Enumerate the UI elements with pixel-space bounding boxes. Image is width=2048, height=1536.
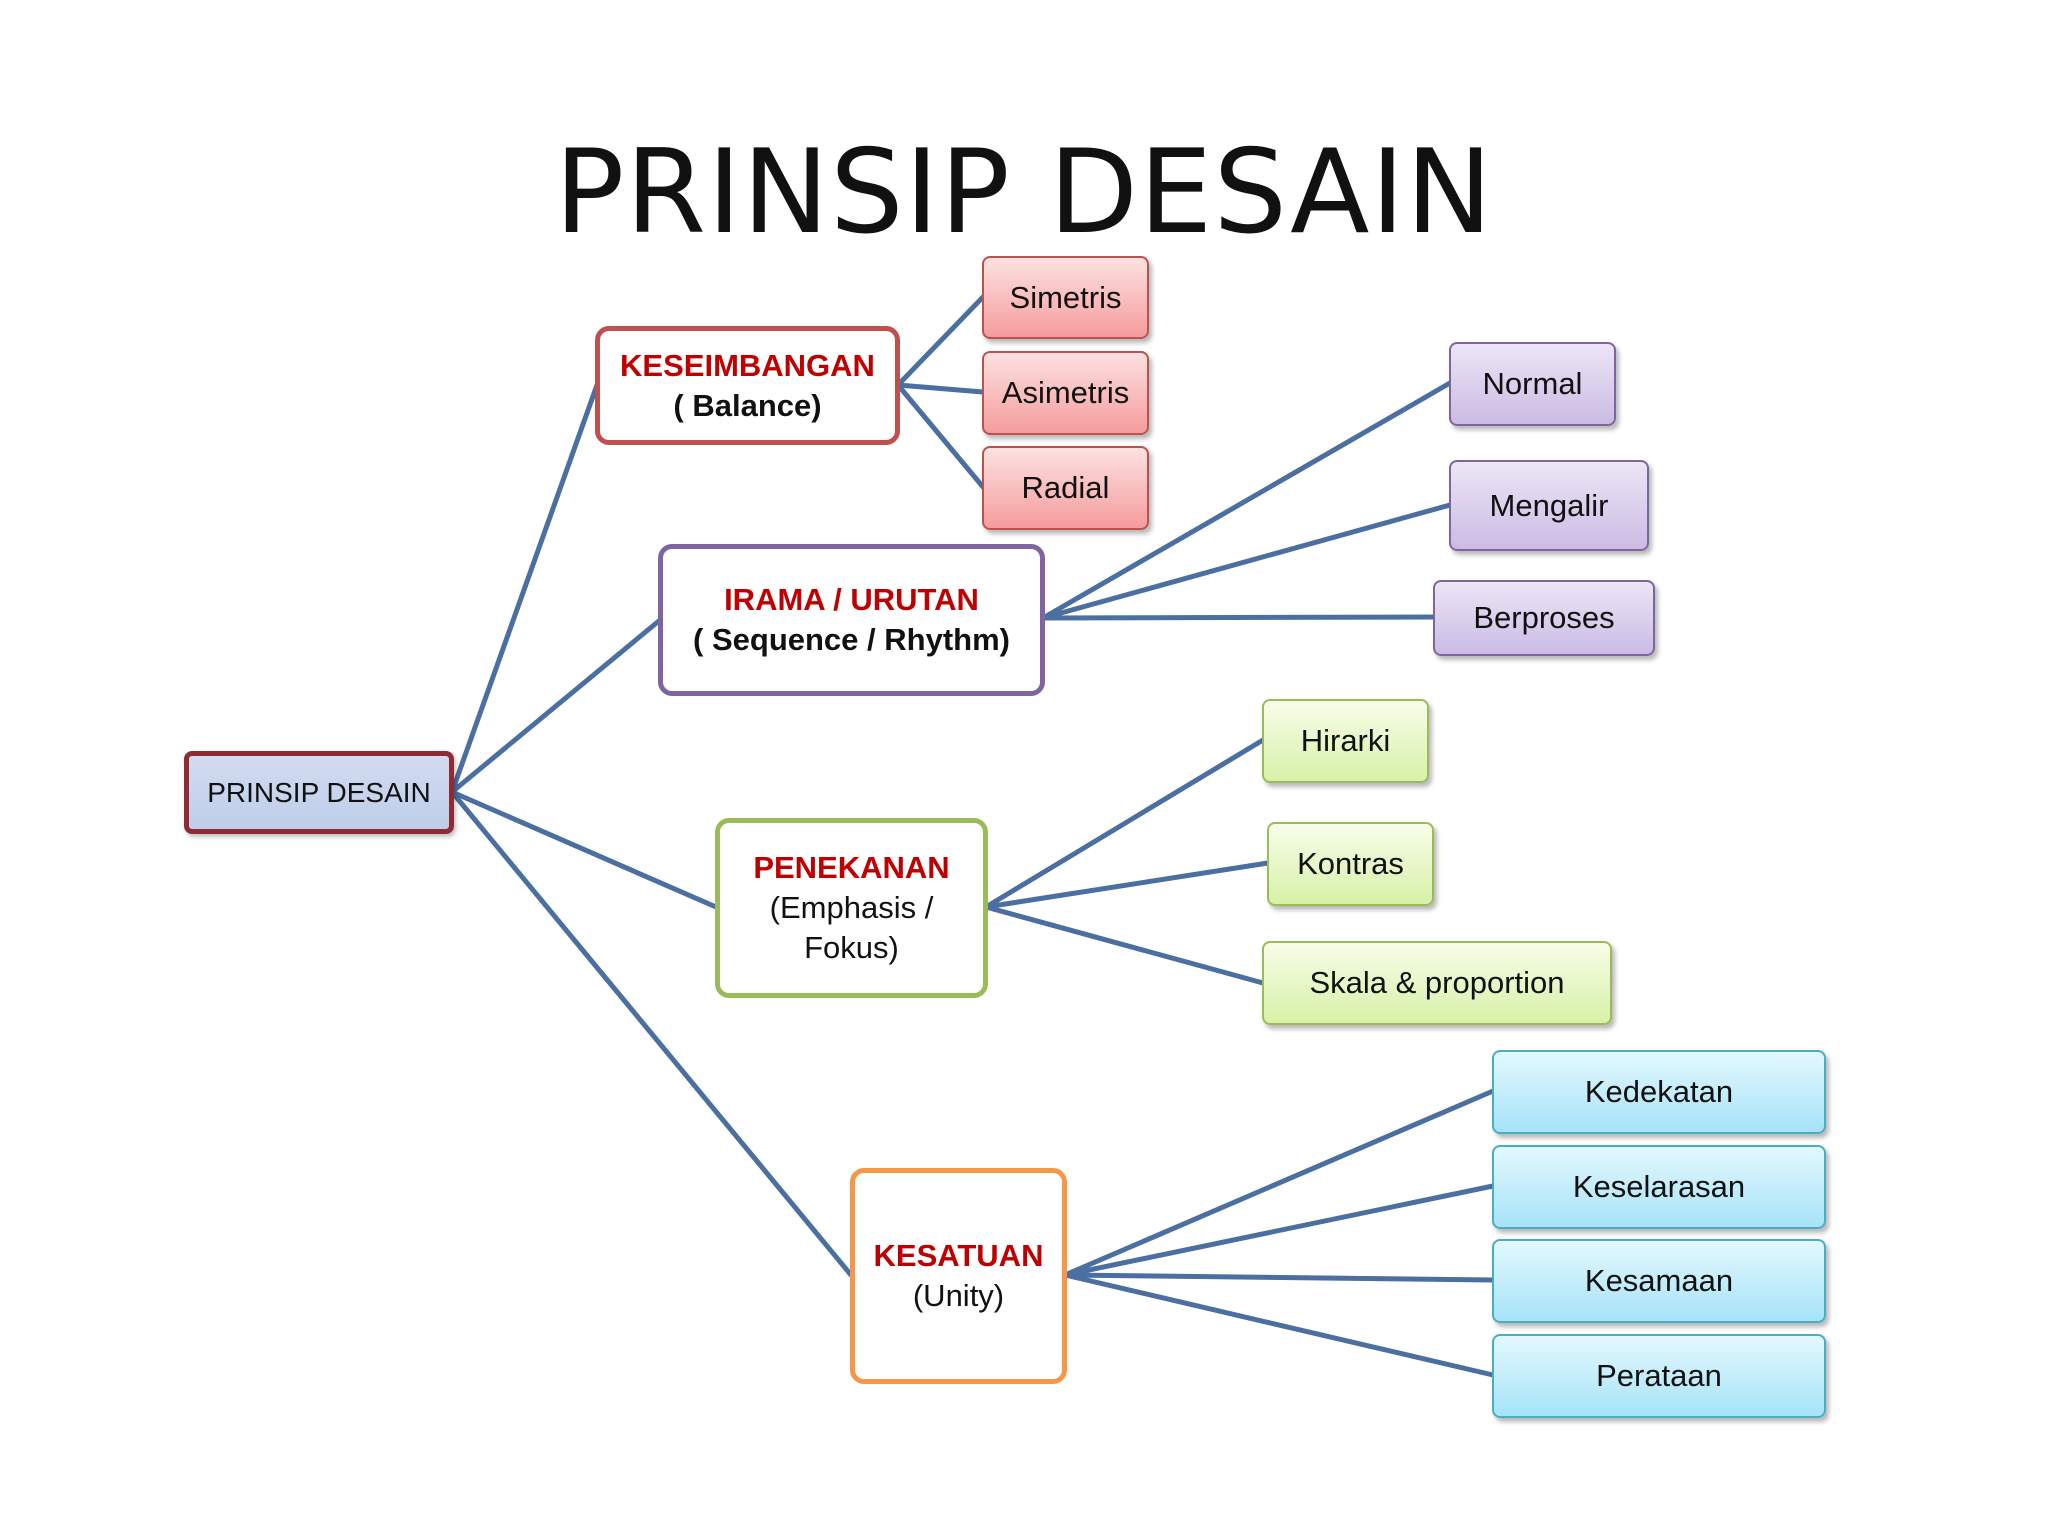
leaf-skala-proportion: Skala & proportion — [1262, 941, 1612, 1025]
leaf-kedekatan: Kedekatan — [1492, 1050, 1826, 1134]
connector-root-kesatuan — [449, 789, 854, 1278]
leaf-simetris: Simetris — [982, 256, 1149, 339]
leaf-label: Simetris — [1009, 279, 1122, 315]
category-heading: KESEIMBANGAN — [620, 347, 875, 383]
leaf-label: Kedekatan — [1584, 1074, 1734, 1109]
leaf-radial: Radial — [982, 446, 1149, 530]
category-heading: IRAMA / URUTAN — [724, 582, 979, 617]
leaf-kesamaan: Kesamaan — [1492, 1239, 1826, 1323]
leaf-asimetris: Asimetris — [982, 351, 1149, 435]
leaf-label: Berproses — [1473, 600, 1615, 635]
connector-penekanan-kontras — [983, 860, 1271, 910]
category-subtitle-line1: (Emphasis / — [769, 890, 934, 925]
leaf-normal: Normal — [1449, 342, 1616, 426]
connector-penekanan-skala — [983, 904, 1266, 986]
category-keseimbangan: KESEIMBANGAN ( Balance) — [595, 326, 900, 445]
connector-keseimbangan-radial — [895, 382, 986, 490]
category-subtitle-line2: Fokus) — [804, 930, 899, 965]
category-subtitle: ( Balance) — [673, 387, 822, 423]
leaf-label: Kontras — [1297, 846, 1404, 881]
connector-irama-berproses — [1040, 614, 1437, 621]
connector-root-keseimbangan — [449, 382, 600, 795]
category-irama-urutan: IRAMA / URUTAN ( Sequence / Rhythm) — [658, 544, 1045, 696]
connector-keseimbangan-asimetris — [895, 382, 986, 395]
connector-irama-mengalir — [1040, 502, 1453, 621]
category-heading: PENEKANAN — [753, 850, 950, 885]
connector-kesatuan-perataan — [1062, 1272, 1496, 1378]
connector-kesatuan-kesamaan — [1062, 1272, 1496, 1283]
leaf-label: Hirarki — [1300, 723, 1391, 758]
category-subtitle: ( Sequence / Rhythm) — [693, 622, 1010, 657]
leaf-keselarasan: Keselarasan — [1492, 1145, 1826, 1229]
leaf-perataan: Perataan — [1492, 1334, 1826, 1418]
category-heading: KESATUAN — [873, 1238, 1044, 1273]
leaf-label: Kesamaan — [1584, 1263, 1734, 1298]
category-subtitle: (Unity) — [912, 1278, 1005, 1313]
page-title: PRINSIP DESAIN — [554, 125, 1494, 260]
category-kesatuan: KESATUAN (Unity) — [850, 1168, 1067, 1384]
leaf-label: Mengalir — [1489, 487, 1609, 523]
leaf-label: Keselarasan — [1572, 1169, 1746, 1204]
connector-root-penekanan — [449, 789, 719, 910]
category-penekanan: PENEKANAN (Emphasis / Fokus) — [715, 818, 988, 998]
root-node: PRINSIP DESAIN — [184, 751, 454, 834]
leaf-label: Radial — [1021, 470, 1110, 505]
leaf-label: Asimetris — [1001, 375, 1130, 410]
connector-keseimbangan-simetris — [895, 294, 986, 388]
connector-penekanan-hirarki — [983, 737, 1266, 910]
connector-root-irama — [449, 617, 663, 795]
root-label: PRINSIP DESAIN — [207, 776, 431, 808]
leaf-hirarki: Hirarki — [1262, 699, 1429, 783]
leaf-kontras: Kontras — [1267, 822, 1434, 906]
leaf-berproses: Berproses — [1433, 580, 1655, 656]
leaf-label: Perataan — [1596, 1358, 1722, 1393]
connector-irama-normal — [1040, 380, 1453, 621]
leaf-label: Skala & proportion — [1309, 965, 1565, 1000]
connector-kesatuan-keselarasan — [1062, 1183, 1496, 1278]
leaf-label: Normal — [1482, 366, 1583, 401]
leaf-mengalir: Mengalir — [1449, 460, 1649, 551]
connector-kesatuan-kedekatan — [1062, 1088, 1496, 1278]
